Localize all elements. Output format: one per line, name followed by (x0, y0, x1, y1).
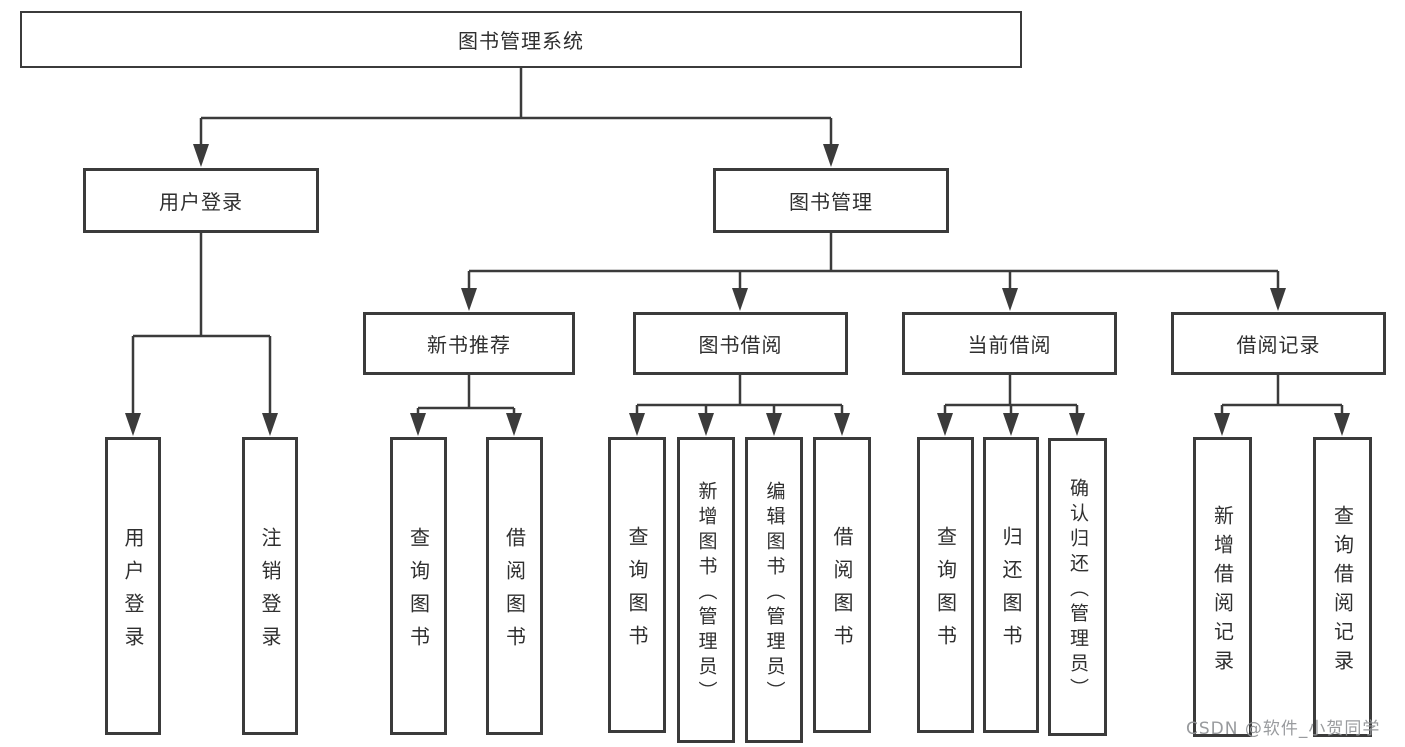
node-br-add-record: 新增借阅记录 (1193, 437, 1252, 737)
node-root: 图书管理系统 (20, 11, 1022, 68)
node-current-borrowing-label: 当前借阅 (967, 333, 1052, 357)
node-logout: 注销登录 (242, 437, 298, 735)
node-bb-query-books: 查询图书 (608, 437, 666, 733)
node-book-borrowing-label: 图书借阅 (698, 333, 783, 357)
node-bb-edit-books-admin: 编辑图书（管理员） (745, 437, 803, 743)
node-cb-return-books: 归还图书 (983, 437, 1039, 733)
node-bb-add-books-admin-label: 新增图书（管理员） (695, 480, 718, 706)
node-cb-confirm-return-admin-label: 确认归还（管理员） (1067, 477, 1089, 703)
node-root-label: 图书管理系统 (458, 29, 584, 53)
node-login: 用户登录 (105, 437, 161, 735)
node-br-query-record-label: 查询借阅记录 (1330, 504, 1355, 679)
node-user-login-label: 用户登录 (159, 190, 243, 214)
node-book-borrowing: 图书借阅 (633, 312, 848, 375)
csdn-watermark: CSDN @软件_小贺同学 (1186, 719, 1381, 739)
node-bb-borrow-books: 借阅图书 (813, 437, 871, 733)
node-logout-label: 注销登录 (258, 526, 282, 659)
node-borrow-records: 借阅记录 (1171, 312, 1386, 375)
arrowheads (125, 144, 1350, 436)
node-bb-add-books-admin: 新增图书（管理员） (677, 437, 735, 743)
node-cb-confirm-return-admin: 确认归还（管理员） (1048, 438, 1107, 736)
node-bb-query-books-label: 查询图书 (625, 525, 649, 658)
node-rec-borrow-books: 借阅图书 (486, 437, 543, 735)
node-user-login: 用户登录 (83, 168, 319, 233)
node-br-add-record-label: 新增借阅记录 (1210, 504, 1235, 679)
node-rec-borrow-books-label: 借阅图书 (502, 526, 527, 659)
node-cb-return-books-label: 归还图书 (999, 525, 1023, 658)
node-br-query-record: 查询借阅记录 (1313, 437, 1372, 737)
node-book-management: 图书管理 (713, 168, 949, 233)
node-rec-query-books-label: 查询图书 (406, 526, 431, 659)
node-book-management-label: 图书管理 (789, 190, 873, 214)
node-cb-query-books-label: 查询图书 (933, 525, 958, 658)
node-current-borrowing: 当前借阅 (902, 312, 1117, 375)
node-bb-borrow-books-label: 借阅图书 (830, 525, 854, 658)
node-borrow-records-label: 借阅记录 (1236, 333, 1321, 357)
node-cb-query-books: 查询图书 (917, 437, 974, 733)
node-new-book-recommend-label: 新书推荐 (427, 333, 511, 357)
node-bb-edit-books-admin-label: 编辑图书（管理员） (763, 480, 786, 706)
node-new-book-recommend: 新书推荐 (363, 312, 575, 375)
node-login-label: 用户登录 (121, 526, 145, 659)
node-rec-query-books: 查询图书 (390, 437, 447, 735)
